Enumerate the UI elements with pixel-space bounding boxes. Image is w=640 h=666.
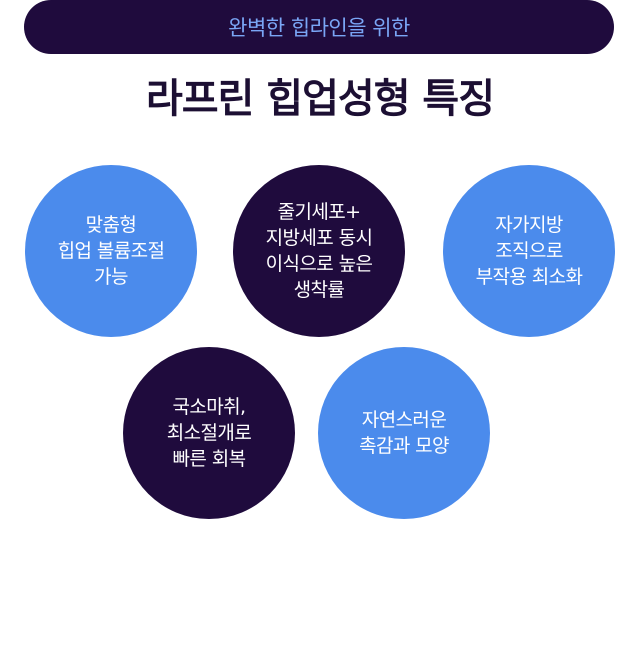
feature-line: 생착률	[293, 279, 345, 301]
feature-circle-autologous-fat: 자가지방 조직으로 부작용 최소화	[443, 165, 615, 337]
feature-line: 줄기세포+	[277, 201, 361, 223]
feature-circle-stem-cell: 줄기세포+ 지방세포 동시 이식으로 높은 생착률	[233, 165, 405, 337]
feature-line: 가능	[94, 266, 128, 288]
feature-line: 자가지방	[495, 214, 563, 236]
subtitle-text: 완벽한 힙라인을 위한	[228, 16, 410, 40]
feature-line: 힙업 볼륨조절	[57, 240, 165, 262]
feature-circle-fast-recovery: 국소마취, 최소절개로 빠른 회복	[123, 347, 295, 519]
feature-line: 부작용 최소화	[475, 266, 583, 288]
feature-line: 지방세포 동시	[265, 227, 373, 249]
feature-line: 촉감과 모양	[359, 435, 449, 457]
feature-line: 이식으로 높은	[265, 253, 373, 275]
page-title: 라프린 힙업성형 특징	[145, 76, 495, 122]
feature-line: 조직으로	[495, 240, 563, 262]
feature-line: 빠른 회복	[172, 448, 247, 470]
feature-line: 자연스러운	[361, 409, 447, 431]
feature-circle-natural-feel: 자연스러운 촉감과 모양	[318, 347, 490, 519]
feature-line: 국소마취,	[172, 396, 247, 418]
feature-circle-custom-volume: 맞춤형 힙업 볼륨조절 가능	[25, 165, 197, 337]
feature-line: 맞춤형	[85, 214, 137, 236]
subtitle-pill: 완벽한 힙라인을 위한	[24, 0, 614, 54]
feature-line: 최소절개로	[166, 422, 252, 444]
